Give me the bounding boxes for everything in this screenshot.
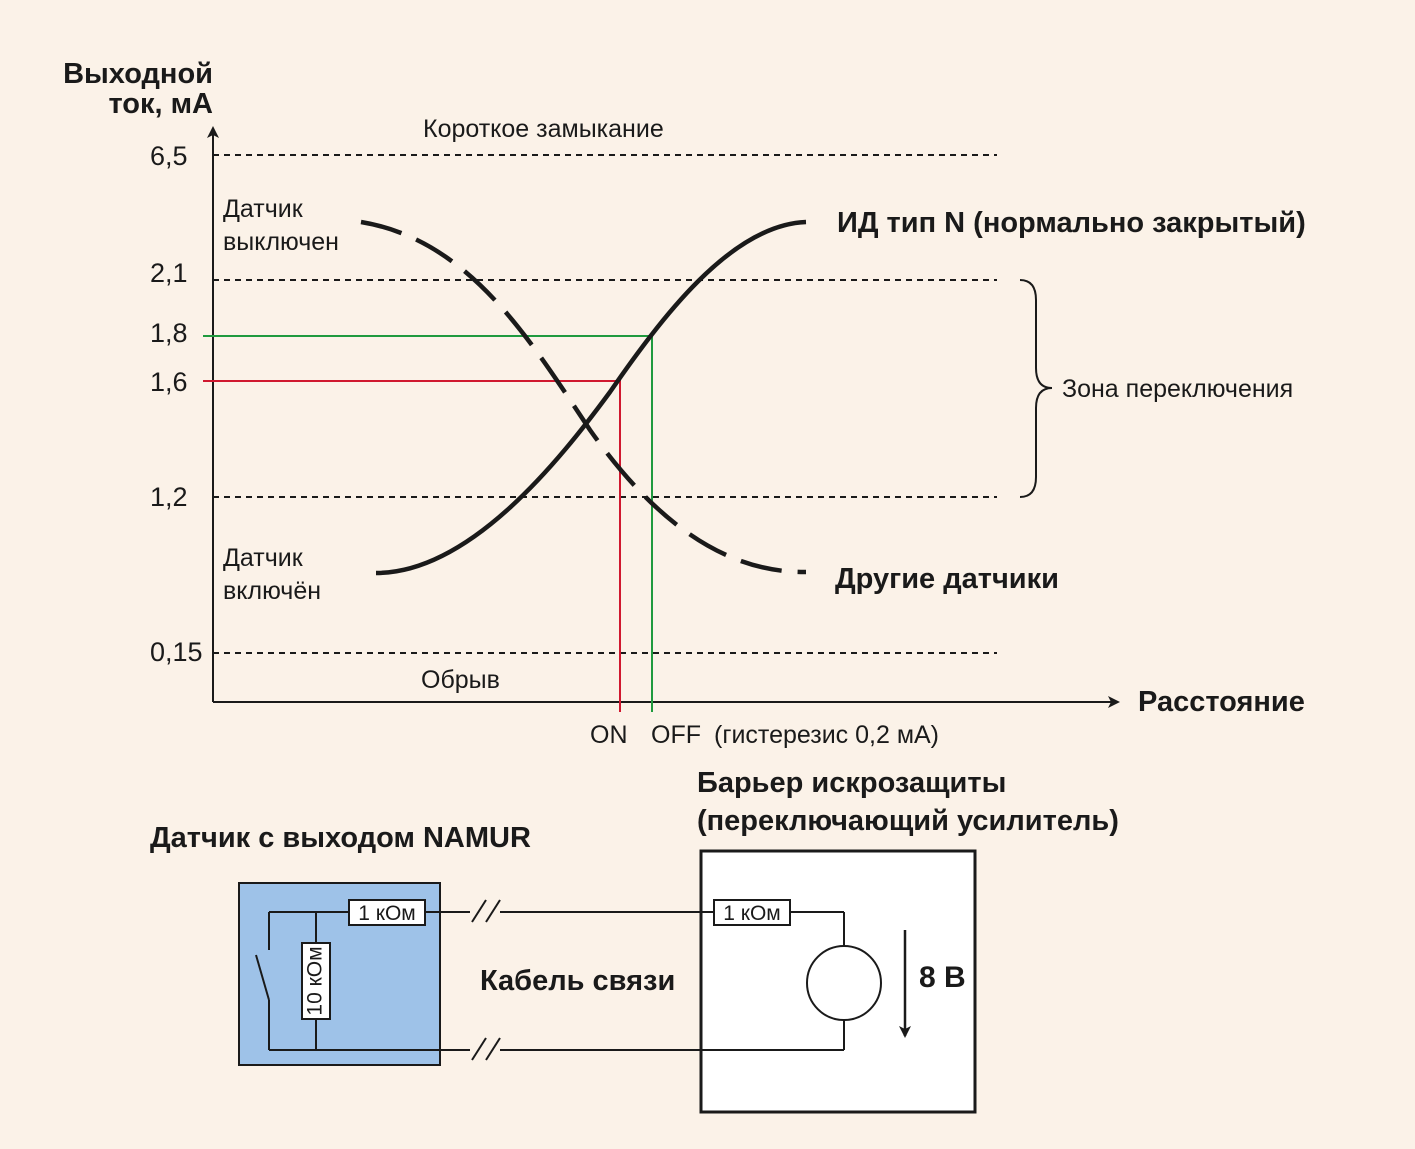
- curve-other-sensors: [360, 219, 807, 575]
- series-other-label: Другие датчики: [835, 563, 1059, 595]
- sensor-on-label-line1: Датчик: [223, 544, 304, 572]
- y-tick-1-8: 1,8: [150, 318, 188, 348]
- resistor-1k-barrier: [713, 899, 791, 926]
- x-axis-title: Расстояние: [1138, 686, 1305, 718]
- resistor-1k-sensor: [348, 899, 426, 926]
- curve-type-n: [375, 219, 807, 576]
- sensor-box: [238, 882, 441, 1066]
- switch-zone-label: Зона переключения: [1062, 375, 1293, 403]
- sensor-title: Датчик с выходом NAMUR: [150, 822, 531, 854]
- cable-break-mark: [485, 899, 501, 923]
- graph: Выходной ток, мА Расстояние 6,5 2,1 1,8 …: [63, 58, 1306, 749]
- resistor-10k-label: 10 кОм: [304, 946, 327, 1015]
- barrier-title-line1: Барьер искрозащиты: [697, 767, 1006, 799]
- barrier-title-line2: (переключающий усилитель): [697, 805, 1119, 837]
- circuit: Датчик с выходом NAMUR Барьер искрозащит…: [150, 767, 1119, 1114]
- sensor-on-label-line2: включён: [223, 577, 321, 605]
- y-axis-title-line1: Выходной: [63, 58, 213, 90]
- resistor-1k-barrier-label: 1 кОм: [723, 902, 780, 925]
- y-tick-0-15: 0,15: [150, 637, 203, 667]
- voltage-label: 8 В: [919, 961, 966, 994]
- sensor-off-label-line2: выключен: [223, 228, 339, 256]
- cable-break-mark: [485, 1037, 501, 1061]
- switch-contact: [255, 954, 270, 1001]
- y-tick-2-1: 2,1: [150, 258, 188, 288]
- short-circuit-label: Короткое замыкание: [423, 115, 664, 143]
- y-tick-1-6: 1,6: [150, 367, 188, 397]
- y-tick-6-5: 6,5: [150, 141, 188, 171]
- cable-label: Кабель связи: [480, 965, 675, 997]
- resistor-10k: [301, 942, 331, 1020]
- cable-break-mark: [471, 899, 487, 923]
- y-axis-title-line2: ток, мА: [108, 88, 213, 120]
- cable-break-mark: [471, 1037, 487, 1061]
- series-type-n-label: ИД тип N (нормально закрытый): [837, 207, 1306, 239]
- switch-zone-brace: [1019, 279, 1053, 498]
- voltage-source: [806, 945, 882, 1021]
- hysteresis-label: (гистерезис 0,2 мА): [714, 721, 939, 749]
- off-label: OFF: [651, 721, 701, 749]
- break-label: Обрыв: [421, 666, 500, 694]
- y-tick-1-2: 1,2: [150, 482, 188, 512]
- resistor-1k-sensor-label: 1 кОм: [358, 902, 415, 925]
- sensor-off-label-line1: Датчик: [223, 195, 304, 223]
- on-label: ON: [590, 721, 628, 749]
